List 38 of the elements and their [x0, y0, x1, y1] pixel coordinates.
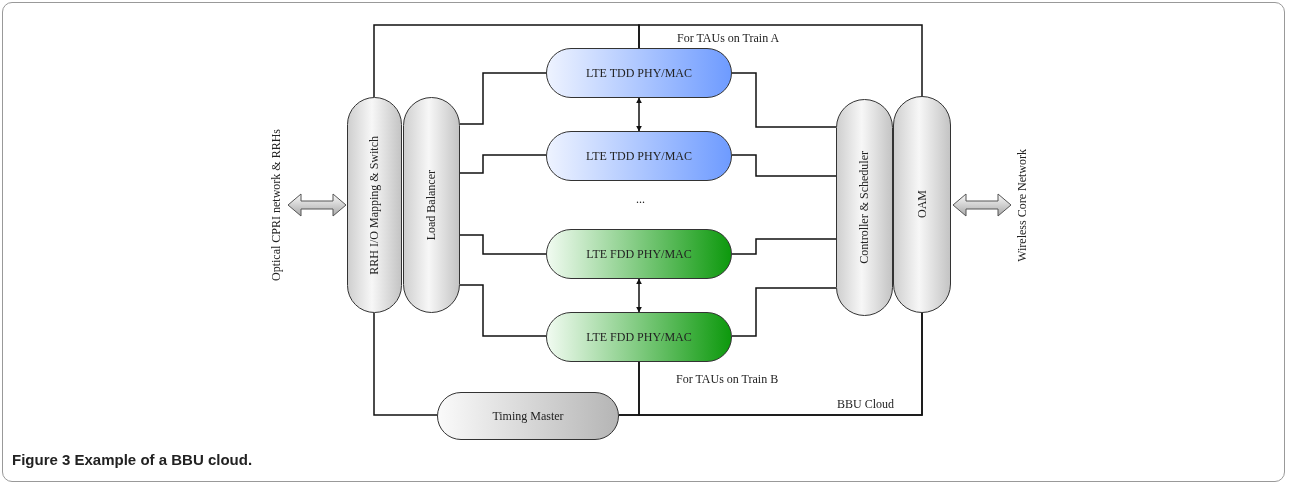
process-pill	[546, 48, 732, 98]
double-arrow	[636, 97, 642, 132]
node-label: LTE TDD PHY/MAC	[586, 65, 692, 81]
connector-line	[459, 72, 547, 125]
node-label: Timing Master	[492, 408, 564, 424]
group-label: BBU Cloud	[837, 397, 894, 412]
node-label: LTE TDD PHY/MAC	[586, 148, 692, 164]
double-block-arrow	[287, 193, 347, 217]
node-label: Load Balancer	[424, 169, 439, 241]
connector-line	[459, 154, 547, 174]
process-pill	[403, 97, 460, 313]
node-label: RRH I/O Mapping & Switch	[367, 135, 382, 275]
group-label: For TAUs on Train B	[676, 372, 779, 387]
process-pill	[546, 312, 732, 362]
ellipsis: ...	[636, 192, 645, 207]
connector-line	[373, 24, 640, 98]
process-pill	[836, 99, 893, 316]
node-label: Controller & Scheduler	[857, 151, 872, 264]
network-label: Wireless Core Network	[1012, 105, 1032, 305]
connector-line	[731, 154, 837, 177]
process-pill	[546, 131, 732, 181]
network-label: Optical CPRI network & RRHs	[266, 105, 286, 305]
process-pill	[437, 392, 619, 440]
double-arrow	[636, 278, 642, 313]
connector-line	[731, 287, 837, 337]
connector-line	[373, 312, 438, 416]
node-label: LTE FDD PHY/MAC	[586, 246, 692, 262]
process-pill	[546, 229, 732, 279]
node-label: LTE FDD PHY/MAC	[586, 329, 692, 345]
connector-line	[731, 238, 837, 255]
figure-caption: Figure 3 Example of a BBU cloud.	[12, 451, 253, 468]
connector-line	[459, 234, 547, 255]
node-label: OAM	[914, 190, 930, 219]
double-block-arrow	[952, 193, 1012, 217]
connector-line	[731, 72, 837, 128]
group-label: For TAUs on Train A	[677, 31, 780, 46]
connector-line	[459, 284, 547, 337]
connector-line	[638, 24, 923, 97]
